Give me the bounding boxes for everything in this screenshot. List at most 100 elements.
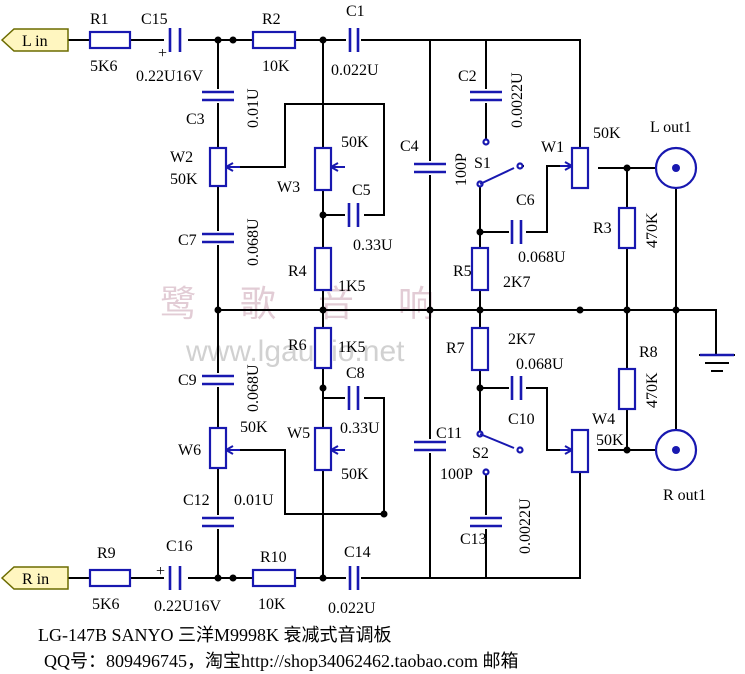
capacitor-c3 (202, 90, 234, 102)
potentiometer-w1 (560, 146, 590, 190)
potentiometer-w6 (208, 426, 240, 470)
switch-s1 (476, 138, 524, 188)
val-c6: 0.068U (518, 249, 566, 266)
input-tag-r (0, 566, 69, 590)
capacitor-c11 (414, 440, 446, 452)
capacitor-c8 (347, 386, 360, 410)
val-r2: 10K (262, 58, 290, 75)
ref-r3: R3 (593, 220, 612, 237)
resistor-r5 (470, 246, 490, 292)
val-c15: 0.22U16V (136, 68, 204, 85)
ref-c1: C1 (346, 3, 365, 20)
ref-r9: R9 (97, 545, 116, 562)
val-r6: 1K5 (338, 339, 366, 356)
val-r9: 5K6 (92, 596, 120, 613)
input-label-left: L in (22, 33, 48, 50)
ref-c16: C16 (166, 538, 193, 555)
val-r4: 1K5 (338, 278, 366, 295)
ref-c2: C2 (458, 68, 477, 85)
val-c5: 0.33U (353, 237, 393, 254)
capacitor-c4 (414, 162, 446, 174)
capacitor-c5 (347, 203, 360, 227)
val-c13: 0.0022U (517, 498, 534, 554)
polarity-c16: + (156, 563, 165, 580)
footer: LG-147B SANYO 三洋M9998K 衰减式音调板 QQ号：809496… (38, 625, 518, 671)
ref-r6: R6 (288, 337, 307, 354)
val-r7: 2K7 (508, 331, 536, 348)
junction-dots (214, 36, 680, 582)
resistor-r8 (617, 367, 637, 411)
ref-s1: S1 (474, 155, 491, 172)
ref-c13: C13 (460, 531, 487, 548)
resistor-r6 (313, 326, 333, 370)
ref-r2: R2 (262, 11, 281, 28)
resistor-r2 (251, 30, 297, 50)
ref-w3: W3 (277, 179, 300, 196)
ref-c4: C4 (400, 138, 419, 155)
potentiometer-w2 (208, 146, 240, 188)
output-label-right: R out1 (663, 487, 706, 504)
resistor-r9 (88, 568, 132, 588)
val-r5: 2K7 (503, 274, 531, 291)
ref-w4: W4 (592, 411, 615, 428)
val-c11: 100P (440, 466, 473, 483)
val-c14: 0.022U (328, 600, 376, 617)
ref-c14: C14 (344, 544, 371, 561)
val-c4: 100P (453, 153, 470, 186)
val-w3: 50K (341, 134, 369, 151)
val-c10: 0.068U (516, 356, 564, 373)
footer-title: LG-147B SANYO 三洋M9998K 衰减式音调板 (38, 625, 392, 645)
ref-w1: W1 (541, 139, 564, 156)
ref-w5: W5 (287, 425, 310, 442)
ref-r4: R4 (288, 263, 307, 280)
components (0, 28, 734, 590)
resistor-r1 (88, 30, 132, 50)
val-w4: 50K (596, 432, 624, 449)
ref-s2: S2 (472, 445, 489, 462)
capacitor-c14 (348, 566, 360, 590)
val-c2: 0.0022U (509, 72, 526, 128)
capacitor-c6 (510, 220, 523, 244)
watermark-char-2: 歌 (240, 284, 276, 325)
val-r3: 470K (644, 212, 661, 248)
val-c7: 0.068U (245, 218, 262, 266)
capacitor-c15 (168, 28, 182, 52)
watermark: 鹭 歌 音 响 www.lgaudio.net (160, 284, 434, 368)
val-c8: 0.33U (340, 420, 380, 437)
ref-c10: C10 (508, 411, 535, 428)
output-label-left: L out1 (650, 119, 692, 136)
ref-c15: C15 (141, 11, 168, 28)
capacitor-c7 (202, 232, 234, 244)
footer-contact: QQ号：809496745，淘宝http://shop34062462.taob… (44, 651, 518, 671)
capacitor-c16 (168, 566, 182, 590)
ref-c3: C3 (186, 111, 205, 128)
resistor-r10 (251, 568, 297, 588)
val-w5: 50K (341, 466, 369, 483)
val-r10: 10K (258, 596, 286, 613)
val-c16: 0.22U16V (154, 598, 222, 615)
output-jack-r (654, 428, 698, 472)
capacitor-c2 (470, 90, 502, 102)
ref-r5: R5 (453, 263, 472, 280)
val-w2: 50K (170, 171, 198, 188)
val-c1: 0.022U (331, 62, 379, 79)
val-c9: 0.068U (245, 364, 262, 412)
resistor-r7 (470, 326, 490, 372)
val-c3: 0.01U (245, 88, 262, 128)
ref-r10: R10 (260, 549, 287, 566)
val-r8: 470K (644, 372, 661, 408)
val-r1: 5K6 (90, 58, 118, 75)
ref-w2: W2 (170, 149, 193, 166)
potentiometer-w5 (313, 426, 345, 472)
capacitor-c9 (202, 374, 234, 386)
input-label-right: R in (22, 571, 49, 588)
polarity-c15: + (158, 45, 167, 62)
labels: L in R in L out1 R out1 R1 5K6 C15 + 0.2… (22, 3, 706, 617)
output-jack-l (654, 146, 698, 190)
ref-c7: C7 (178, 232, 197, 249)
val-w1: 50K (593, 125, 621, 142)
ref-c5: C5 (352, 182, 371, 199)
watermark-char-1: 鹭 (160, 284, 196, 325)
ref-r8: R8 (639, 344, 658, 361)
